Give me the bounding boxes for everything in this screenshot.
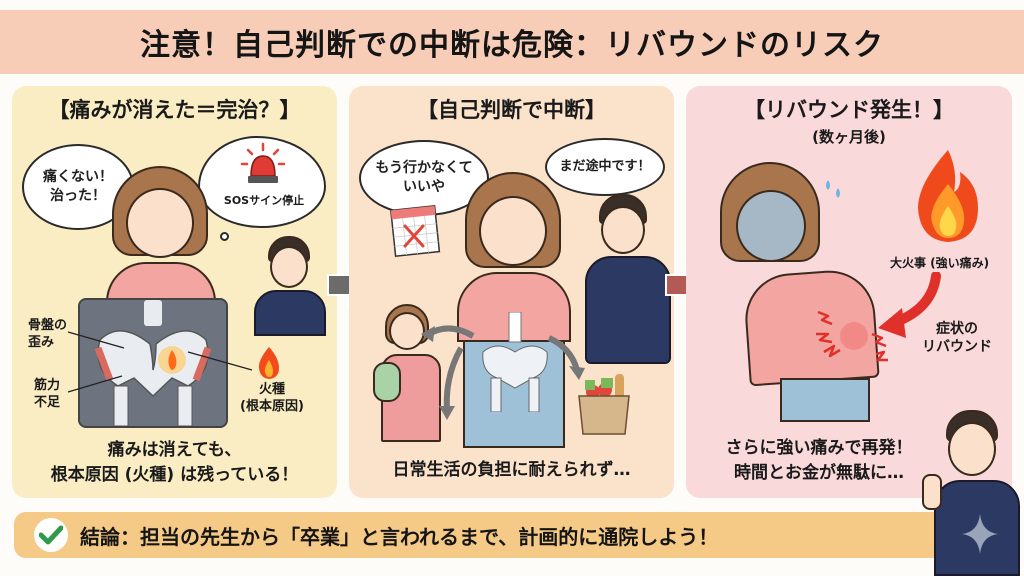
concerned-doctor-illustration [581, 194, 671, 364]
label-root-cause-spark: 火種 (根本原因) [240, 382, 304, 414]
tired-woman-illustration [457, 172, 577, 448]
panel-title: 【リバウンド発生！】 [744, 98, 954, 122]
speech-bubble-still-in-progress: まだ途中です！ [545, 138, 665, 196]
worried-doctor-illustration [254, 236, 334, 336]
smiling-woman-illustration [106, 166, 222, 302]
panel-title: 【痛みが消えた＝完治？】 [48, 98, 301, 122]
sweat-drop-icon [826, 180, 840, 198]
siren-icon [240, 142, 286, 183]
crying-woman-illustration [716, 162, 886, 422]
panel-self-stop: 【自己判断で中断】 もう行かなくて いいや まだ途中です！ [349, 86, 674, 498]
check-icon [34, 518, 68, 552]
burden-arrows-icon [421, 325, 585, 420]
panel-title: 【自己判断で中断】 [417, 98, 606, 122]
page-title: 注意！自己判断での中断は危険：リバウンドのリスク [140, 28, 884, 63]
panel-pain-gone: 【痛みが消えた＝完治？】 痛くない！ 治った！ SOSサイン停止 [12, 86, 337, 498]
panel-subtitle: (数ヶ月後) [812, 128, 886, 146]
conclusion-banner: 結論：担当の先生から「卒業」と言われるまで、計画的に通院しよう！ [14, 512, 954, 558]
panel-caption: さらに強い痛みで再発！ 時間とお金が無駄に… [725, 438, 913, 483]
mother-holding-baby-illustration [373, 304, 447, 444]
panel-rebound: 【リバウンド発生！】 (数ヶ月後) 大火事 (強い痛み) 症状の リバウンド さ… [686, 86, 1012, 498]
label-pelvis-distortion: 骨盤の 歪み [28, 318, 68, 350]
label-big-fire: 大火事 (強い痛み) [890, 256, 990, 270]
big-fire-icon [918, 150, 978, 242]
thumbs-up-doctor-illustration [920, 410, 1020, 576]
line-connectors [67, 331, 253, 393]
fire-icon [258, 347, 279, 379]
title-bar: 注意！自己判断での中断は危険：リバウンドのリスク [0, 10, 1024, 74]
calendar-x-icon [389, 204, 441, 257]
panel-caption: 日常生活の負担に耐えられず… [392, 460, 631, 480]
red-curved-arrow-icon [878, 272, 941, 338]
panel-caption: 痛みは消えても、 根本原因 (火種) は残っている！ [50, 440, 299, 485]
thought-bubble-sos-stopped: SOSサイン停止 [223, 194, 305, 207]
pelvis-xray-illustration [78, 298, 228, 428]
label-symptom-rebound: 症状の リバウンド [922, 321, 992, 356]
pain-spark-icon [816, 310, 888, 362]
thumbs-up-hand [922, 474, 942, 510]
thought-dot [220, 232, 229, 241]
conclusion-text: 結論：担当の先生から「卒業」と言われるまで、計画的に通院しよう！ [80, 524, 719, 549]
label-muscle-weakness: 筋力 不足 [34, 378, 61, 410]
sparkle-icon [962, 514, 998, 554]
grocery-bag-illustration [578, 374, 630, 435]
